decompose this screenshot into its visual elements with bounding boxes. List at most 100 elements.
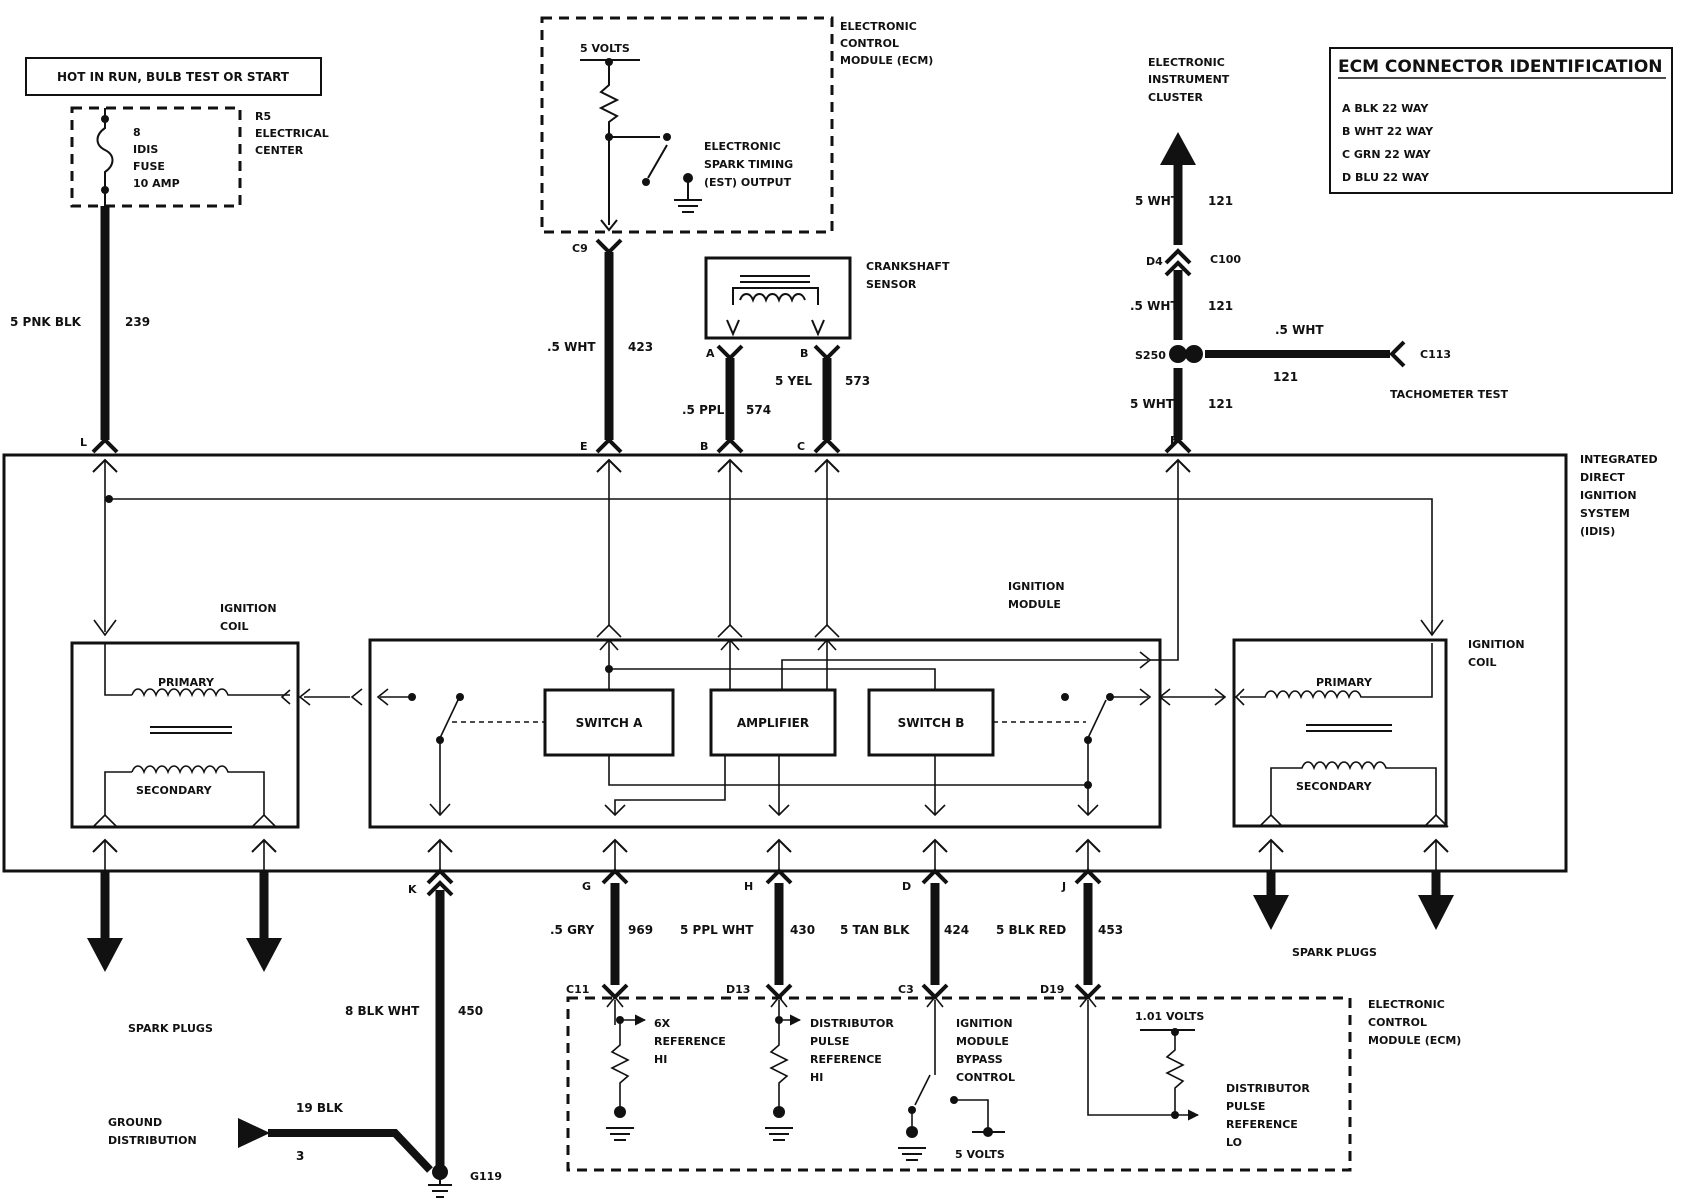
- wire-453: J 5 BLK RED 453 D19: [996, 838, 1123, 1000]
- coil-left-label-1: IGNITION: [220, 602, 277, 615]
- idis-label-5: (IDIS): [1580, 525, 1615, 538]
- coil-left-secondary: SECONDARY: [136, 784, 213, 797]
- pin-c11: C11: [566, 983, 589, 996]
- spark-plugs-left-label: SPARK PLUGS: [128, 1022, 213, 1035]
- module-label-2: MODULE: [1008, 598, 1061, 611]
- ground-wire-gauge: 19 BLK: [296, 1101, 344, 1115]
- ref-hi-line3: HI: [654, 1053, 667, 1066]
- ref-hi-line1: 6X: [654, 1017, 671, 1030]
- connector-row-d: D BLU 22 WAY: [1342, 171, 1430, 184]
- ref-hi-line2: REFERENCE: [654, 1035, 726, 1048]
- pin-h: H: [744, 880, 753, 893]
- wire-573-circuit: 573: [845, 374, 870, 388]
- wire-430-gauge: 5 PPL WHT: [680, 923, 754, 937]
- ground-g119: G119: [470, 1170, 502, 1183]
- ground-label-2: DISTRIBUTION: [108, 1134, 197, 1147]
- wire-423: C9 .5 WHT 423 E: [547, 238, 653, 454]
- ground-wire-circuit: 3: [296, 1149, 304, 1163]
- idis-label-4: SYSTEM: [1580, 507, 1630, 520]
- center-line1: ELECTRICAL: [255, 127, 329, 140]
- instrument-cluster: ELECTRONIC INSTRUMENT CLUSTER: [1148, 56, 1230, 104]
- spark-plugs-left: SPARK PLUGS: [87, 871, 282, 1035]
- fuse-block: 8 IDIS FUSE 10 AMP R5 ELECTRICAL CENTER: [70, 106, 329, 208]
- wire-574-gauge: .5 PPL: [682, 403, 725, 417]
- connector-row-a: A BLK 22 WAY: [1342, 102, 1429, 115]
- pin-c: C: [797, 440, 805, 453]
- ecm-bottom: ELECTRONIC CONTROL MODULE (ECM) 6X REFER…: [566, 995, 1461, 1172]
- dist-hi-line4: HI: [810, 1071, 823, 1084]
- wire-573-gauge: 5 YEL: [775, 374, 812, 388]
- wire-239-gauge: 5 PNK BLK: [10, 315, 82, 329]
- bypass-line1: IGNITION: [956, 1017, 1013, 1030]
- wire-450: K 8 BLK WHT 450: [345, 838, 483, 1170]
- wire-121-upper-gauge: 5 WHT: [1135, 194, 1180, 208]
- wire-574: .5 PPL 574 B: [682, 344, 771, 454]
- wire-969: G .5 GRY 969 C11: [550, 838, 653, 1000]
- power-source: HOT IN RUN, BULB TEST OR START: [25, 57, 322, 96]
- fuse-number: 8: [133, 126, 141, 139]
- ground-label-1: GROUND: [108, 1116, 162, 1129]
- connector-id-title: ECM CONNECTOR IDENTIFICATION: [1338, 57, 1663, 77]
- ecm-top-title-3: MODULE (ECM): [840, 54, 933, 67]
- wire-969-circuit: 969: [628, 923, 653, 937]
- wire-424: D 5 TAN BLK 424 C3: [840, 838, 969, 1000]
- wire-239-circuit: 239: [125, 315, 150, 329]
- cluster-label-2: INSTRUMENT: [1148, 73, 1230, 86]
- wire-121-mid-gauge: .5 WHT: [1130, 299, 1179, 313]
- center-id: R5: [255, 110, 271, 123]
- ecm-top-title-2: CONTROL: [840, 37, 899, 50]
- coil-right-label-1: IGNITION: [1468, 638, 1525, 651]
- pin-f: F: [1170, 434, 1178, 447]
- wire-239: 5 PNK BLK 239 L: [10, 206, 150, 454]
- fuse-rating: 10 AMP: [133, 177, 180, 190]
- est-line1: ELECTRONIC: [704, 140, 781, 153]
- coil-right-label-2: COIL: [1468, 656, 1497, 669]
- bypass-line2: MODULE: [956, 1035, 1009, 1048]
- connector-row-b: B WHT 22 WAY: [1342, 125, 1434, 138]
- center-line2: CENTER: [255, 144, 304, 157]
- wire-453-circuit: 453: [1098, 923, 1123, 937]
- spark-plugs-right-label: SPARK PLUGS: [1292, 946, 1377, 959]
- pin-e: E: [580, 440, 588, 453]
- wire-423-gauge: .5 WHT: [547, 340, 596, 354]
- pin-j: J: [1061, 880, 1066, 893]
- crank-pin-a: A: [706, 347, 715, 360]
- pin-c3: C3: [898, 983, 914, 996]
- pin-g: G: [582, 880, 591, 893]
- dist-hi-line3: REFERENCE: [810, 1053, 882, 1066]
- wire-574-circuit: 574: [746, 403, 771, 417]
- lo-volts: 1.01 VOLTS: [1135, 1010, 1204, 1023]
- ignition-coil-left: IGNITION COIL PRIMARY SECONDARY: [70, 602, 300, 829]
- idis-box: INTEGRATED DIRECT IGNITION SYSTEM (IDIS): [2, 453, 1658, 873]
- pin-d: D: [902, 880, 911, 893]
- dist-hi-line2: PULSE: [810, 1035, 849, 1048]
- ignition-coil-right: IGNITION COIL PRIMARY SECONDARY: [1232, 638, 1525, 828]
- conn-c100: C100: [1210, 253, 1241, 266]
- ecm-bottom-title-2: CONTROL: [1368, 1016, 1427, 1029]
- wire-453-gauge: 5 BLK RED: [996, 923, 1066, 937]
- wire-430: H 5 PPL WHT 430 D13: [680, 838, 815, 1000]
- coil-left-label-2: COIL: [220, 620, 249, 633]
- cluster-label-1: ELECTRONIC: [1148, 56, 1225, 69]
- dist-lo-line2: PULSE: [1226, 1100, 1265, 1113]
- ignition-module: IGNITION MODULE SWITCH A AMPLIFIER: [298, 580, 1227, 829]
- est-line2: SPARK TIMING: [704, 158, 793, 171]
- spark-plugs-right: SPARK PLUGS: [1253, 871, 1454, 959]
- bypass-line4: CONTROL: [956, 1071, 1015, 1084]
- switch-a-label: SWITCH A: [576, 716, 644, 730]
- pin-b: B: [700, 440, 708, 453]
- dist-lo-line3: REFERENCE: [1226, 1118, 1298, 1131]
- ecm-top-volts: 5 VOLTS: [580, 42, 630, 55]
- wire-969-gauge: .5 GRY: [550, 923, 595, 937]
- ecm-top-title-1: ELECTRONIC: [840, 20, 917, 33]
- crankshaft-sensor: CRANKSHAFT SENSOR A B: [704, 256, 950, 360]
- wire-121-branch-circuit: 121: [1273, 370, 1298, 384]
- module-label-1: IGNITION: [1008, 580, 1065, 593]
- crank-label-1: CRANKSHAFT: [866, 260, 950, 273]
- wire-424-gauge: 5 TAN BLK: [840, 923, 910, 937]
- wire-450-circuit: 450: [458, 1004, 483, 1018]
- ecm-bottom-title-3: MODULE (ECM): [1368, 1034, 1461, 1047]
- wire-423-circuit: 423: [628, 340, 653, 354]
- splice-s250: S250: [1135, 349, 1166, 362]
